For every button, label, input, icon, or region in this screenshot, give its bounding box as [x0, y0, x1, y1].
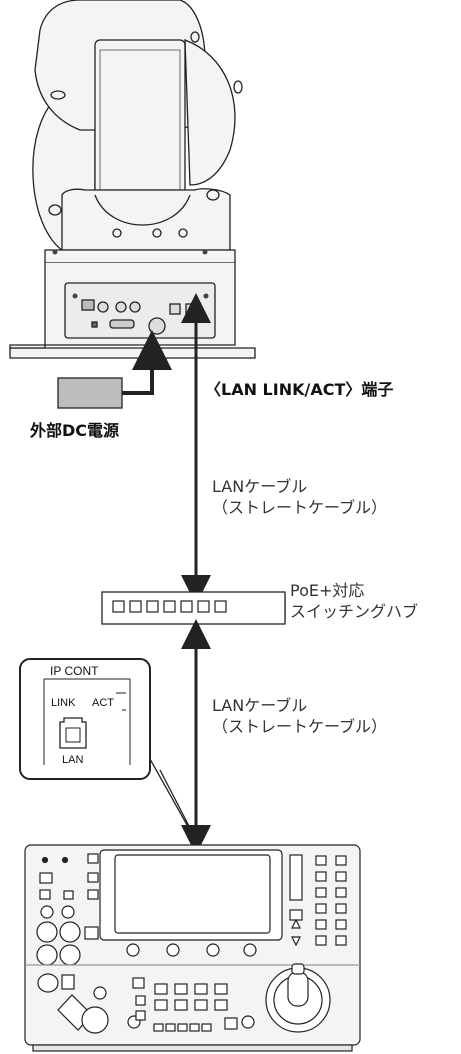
power-adapter-icon: [57, 330, 172, 409]
lan-port-callout: [19, 658, 206, 858]
cable-bottom-line2: （ストレートケーブル）: [212, 717, 388, 736]
dc-power-label: 外部DC電源: [30, 421, 120, 440]
hub-line2: スイッチングハブ: [290, 602, 419, 621]
port-act-label: ACT: [92, 697, 114, 709]
cable-top-line1: LANケーブル: [212, 477, 308, 496]
port-lan-label: LAN: [62, 754, 84, 766]
cable-bottom-label: LANケーブル （ストレートケーブル）: [212, 695, 387, 737]
switching-hub-icon: [101, 591, 286, 625]
port-link-label: LINK: [51, 697, 76, 709]
ptz-camera-icon: [9, 0, 256, 359]
hub-line1: PoE+対応: [290, 581, 365, 600]
cable-top-label: LANケーブル （ストレートケーブル）: [212, 476, 387, 518]
port-title: IP CONT: [50, 664, 99, 678]
cable-bottom-line1: LANケーブル: [212, 696, 308, 715]
terminal-label: 〈LAN LINK/ACT〉端子: [205, 380, 394, 399]
hub-label: PoE+対応 スイッチングハブ: [290, 580, 418, 622]
remote-controller-icon: [24, 844, 361, 1052]
cable-top-line2: （ストレートケーブル）: [212, 498, 388, 517]
